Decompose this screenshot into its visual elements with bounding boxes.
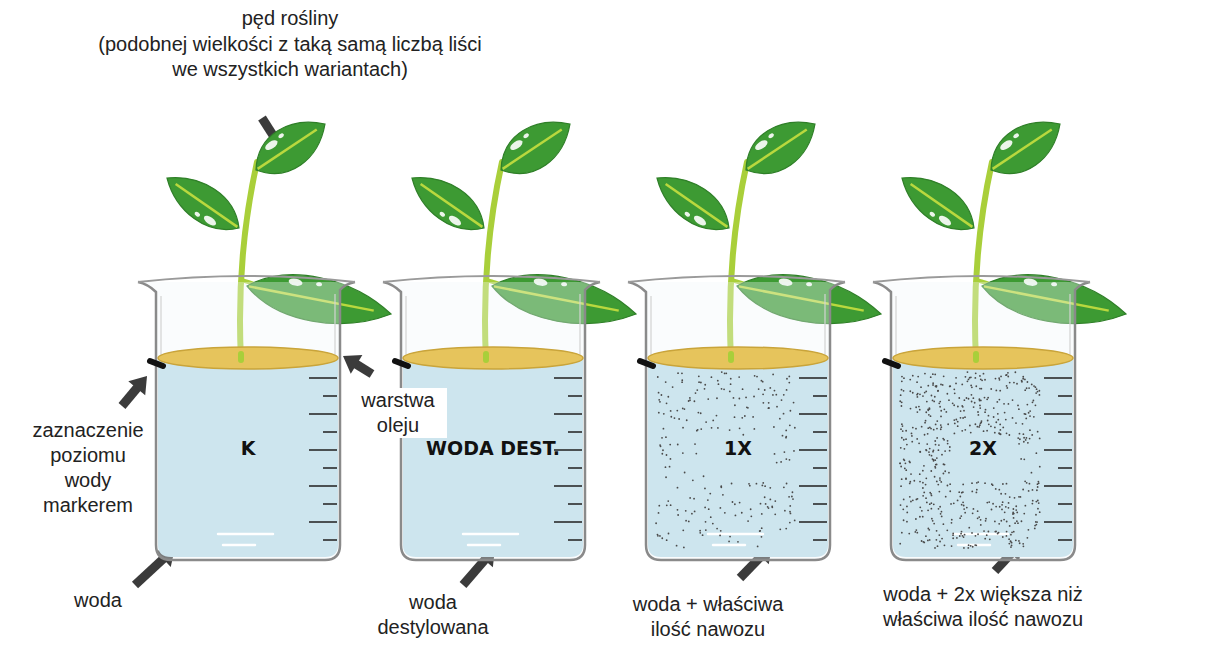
beaker-label: 2X	[969, 437, 997, 460]
leaf	[980, 107, 1072, 187]
beaker-drawing	[123, 110, 413, 570]
oil-label: warstwa oleju	[349, 388, 447, 438]
callout-arrows	[122, 118, 1022, 585]
scale-ticks	[309, 378, 337, 540]
arrow-shaft	[463, 559, 486, 585]
beaker-label: WODA DEST.	[426, 437, 560, 460]
arrow-shaft	[135, 558, 165, 585]
scale-ticks	[1044, 378, 1072, 540]
beaker-label: K	[241, 437, 256, 460]
beaker: 1X	[613, 110, 903, 570]
water-label: woda	[58, 588, 138, 613]
variant-label: woda destylowana	[371, 590, 495, 640]
oil-layer	[648, 347, 828, 369]
beaker-glass	[628, 276, 845, 560]
arrow-shaft	[355, 363, 372, 374]
beaker: 2X	[858, 110, 1148, 570]
variant-label: woda + właściwa ilość nawozu	[622, 592, 794, 642]
arrow-head	[343, 355, 362, 374]
marker-line	[395, 361, 408, 366]
scale-ticks	[554, 378, 582, 540]
leaf	[245, 107, 337, 187]
marker-line	[640, 361, 653, 366]
beaker-drawing	[858, 110, 1148, 570]
beaker: WODA DEST.	[368, 110, 658, 570]
beaker: K	[123, 110, 413, 570]
beaker-glass	[873, 276, 1090, 560]
fertilizer-particles	[899, 371, 1041, 549]
shoot-note: (podobnej wielkości z taką samą liczbą l…	[94, 32, 486, 82]
fertilizer-particles	[655, 371, 796, 548]
leaf	[490, 107, 582, 187]
arrow-head	[128, 376, 147, 395]
shoot-label: pęd rośliny	[140, 6, 440, 31]
oil-layer	[158, 347, 338, 369]
oil-layer	[893, 347, 1073, 369]
marker-line	[150, 361, 163, 366]
scale-ticks	[799, 378, 827, 540]
marker-line	[885, 361, 898, 366]
beaker-glass	[138, 276, 355, 560]
beaker-drawing	[368, 110, 658, 570]
water	[648, 358, 828, 557]
water	[893, 358, 1073, 557]
leaf	[402, 163, 494, 242]
water	[158, 358, 338, 557]
marker-label: zaznaczenie poziomu wody markerem	[29, 418, 147, 518]
leaf	[735, 107, 827, 187]
variant-label: woda + 2x większa niż właściwa ilość naw…	[882, 582, 1084, 632]
beaker-drawing	[613, 110, 903, 570]
arrow-shaft	[122, 387, 138, 406]
leaf	[647, 163, 739, 242]
beaker-label: 1X	[724, 437, 752, 460]
leaf	[892, 163, 984, 242]
oil-layer	[403, 347, 583, 369]
leaf	[157, 163, 249, 242]
